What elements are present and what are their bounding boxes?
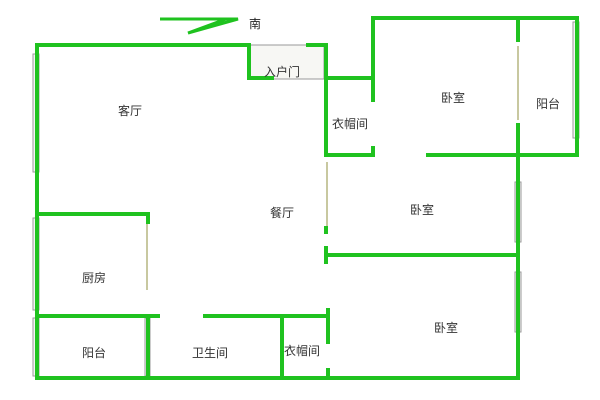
label-balcony-right: 阳台 (536, 96, 560, 111)
label-cloakroom-bottom: 衣帽间 (284, 343, 320, 358)
label-entry-door: 入户门 (264, 64, 300, 79)
compass: 南 (160, 16, 261, 35)
label-living-room: 客厅 (118, 103, 142, 118)
walls (35, 16, 579, 380)
label-dining-room: 餐厅 (270, 205, 294, 220)
compass-arrow-icon (160, 17, 239, 35)
label-cloakroom-top: 衣帽间 (332, 116, 368, 131)
windows (32, 21, 580, 377)
doors (146, 46, 519, 290)
label-bedroom-middle: 卧室 (410, 202, 434, 217)
label-balcony-left: 阳台 (82, 345, 106, 360)
entry-vestibule (249, 44, 325, 80)
label-bedroom-top: 卧室 (441, 90, 465, 105)
label-bedroom-bottom: 卧室 (434, 320, 458, 335)
compass-label: 南 (249, 16, 261, 31)
label-bathroom: 卫生间 (192, 346, 228, 360)
room-labels: 客厅 入户门 衣帽间 卧室 阳台 餐厅 卧室 厨房 阳台 卫生间 衣帽间 卧室 (82, 64, 560, 360)
label-kitchen: 厨房 (82, 270, 106, 285)
